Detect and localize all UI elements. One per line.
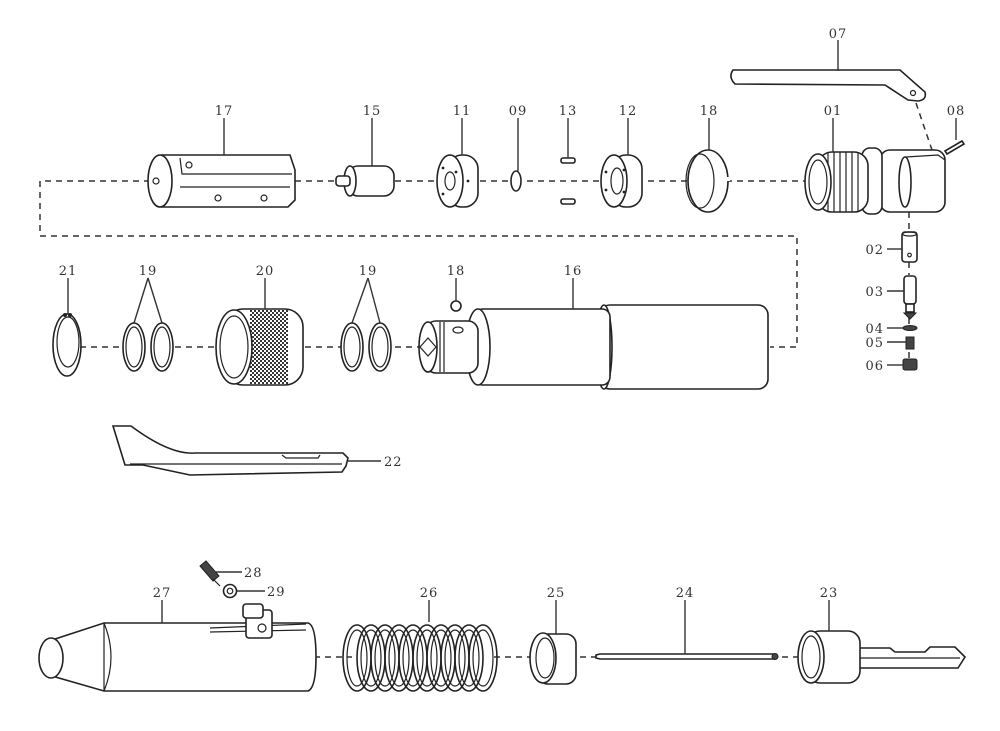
part-26-spring[interactable] <box>342 624 498 692</box>
part-15-barrel[interactable] <box>418 304 769 390</box>
spring-coil-inner <box>360 629 382 687</box>
part-22-chisel[interactable] <box>111 425 349 476</box>
assembly-axis-lines <box>39 102 933 658</box>
part-06-valve-cap[interactable] <box>902 358 918 371</box>
label-22: 22 <box>384 455 403 470</box>
spring-coil-inner <box>458 629 480 687</box>
part-18-ball[interactable] <box>450 300 462 312</box>
part-29-washer[interactable] <box>222 583 238 599</box>
label-23: 23 <box>820 586 839 601</box>
part-14-piston[interactable] <box>335 165 395 197</box>
axis-line-top <box>39 180 798 348</box>
part-28-screw[interactable] <box>199 560 221 587</box>
part-21-retaining-ring[interactable] <box>52 313 82 377</box>
label-08: 08 <box>947 104 966 119</box>
part-05-spring[interactable] <box>905 336 915 350</box>
label-07: 07 <box>829 27 848 42</box>
part-16-cylinder[interactable] <box>147 154 296 208</box>
part-23-needle-holder[interactable] <box>797 630 967 684</box>
label-12: 12 <box>619 104 638 119</box>
part-20-knurled-retainer[interactable] <box>215 308 304 386</box>
label-19-left: 19 <box>139 264 158 279</box>
part-03-valve-stem[interactable] <box>902 275 918 320</box>
label-24: 24 <box>676 586 695 601</box>
spring-coil-inner <box>444 629 466 687</box>
label-01: 01 <box>824 104 843 119</box>
label-02: 02 <box>865 243 884 258</box>
part-04-o-ring[interactable] <box>902 325 918 331</box>
part-19-o-rings-left[interactable] <box>122 322 174 372</box>
label-16: 17 <box>215 104 234 119</box>
label-28: 28 <box>244 566 263 581</box>
label-13: 13 <box>559 104 578 119</box>
part-07-lever[interactable] <box>730 69 927 102</box>
part-19-o-rings-right[interactable] <box>340 322 392 372</box>
part-08-pin[interactable] <box>943 139 966 156</box>
axis-line-lever <box>915 102 933 151</box>
spring-coil-inner <box>374 629 396 687</box>
spring-coil-inner <box>416 629 438 687</box>
spring-coil <box>468 624 498 692</box>
part-12-end-plate[interactable] <box>600 154 643 208</box>
part-11-end-plate[interactable] <box>436 154 479 208</box>
part-24-needle[interactable] <box>595 653 779 660</box>
label-03: 03 <box>865 285 884 300</box>
label-17: 18 <box>700 104 719 119</box>
label-11: 11 <box>453 104 472 119</box>
spring-coil <box>454 624 484 692</box>
label-18: 18 <box>447 264 466 279</box>
spring-coil-inner <box>346 629 368 687</box>
spring-coil-inner <box>388 629 410 687</box>
label-06: 06 <box>865 359 884 374</box>
part-25-bushing[interactable] <box>529 632 577 685</box>
spring-coil-inner <box>402 629 424 687</box>
label-19-right: 19 <box>359 264 378 279</box>
label-20: 20 <box>256 264 275 279</box>
part-labels: 07 01 08 17 15 11 09 13 12 18 02 03 04 0… <box>59 27 966 601</box>
leader-lines <box>67 40 957 654</box>
label-04: 04 <box>865 322 884 337</box>
label-05: 05 <box>865 336 884 351</box>
label-15: 16 <box>564 264 583 279</box>
label-14: 15 <box>363 104 382 119</box>
part-27-needle-housing[interactable] <box>38 603 317 692</box>
label-27: 27 <box>153 586 172 601</box>
part-09-o-ring[interactable] <box>510 170 522 192</box>
spring-coil-inner <box>472 629 494 687</box>
label-29: 29 <box>267 585 286 600</box>
part-17-split-ring[interactable] <box>685 149 730 213</box>
label-25: 25 <box>547 586 566 601</box>
label-21: 21 <box>59 264 78 279</box>
spring-coil-inner <box>430 629 452 687</box>
part-02-valve-sleeve[interactable] <box>901 231 918 263</box>
part-01-housing[interactable] <box>804 147 946 215</box>
label-26: 26 <box>420 586 439 601</box>
label-09: 09 <box>509 104 528 119</box>
